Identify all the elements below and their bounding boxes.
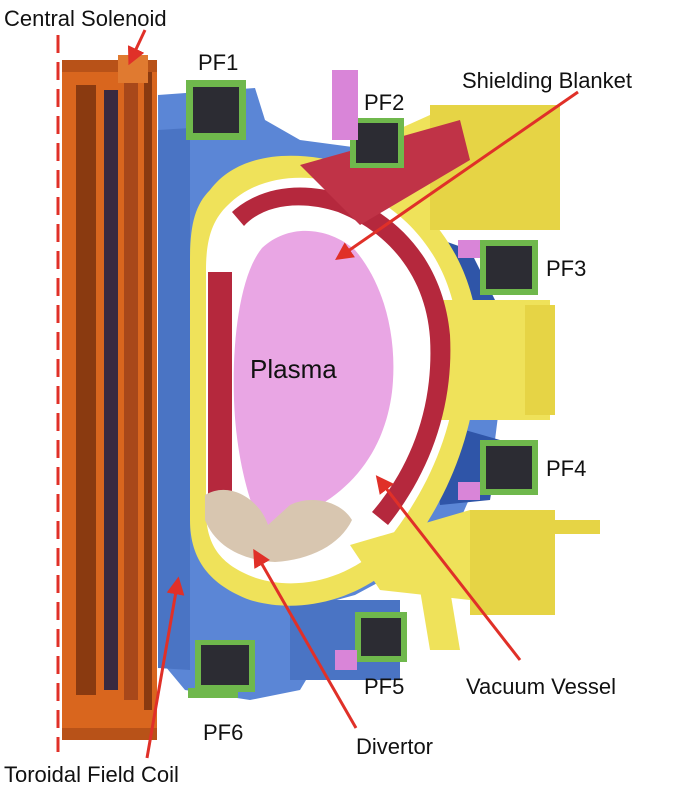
label-pf1: PF1 bbox=[198, 50, 239, 75]
shielding-blanket-shape bbox=[208, 120, 470, 525]
plasma-shape bbox=[233, 230, 394, 530]
leader-divertor bbox=[253, 548, 358, 729]
leader-toroidal-field-coil bbox=[145, 576, 185, 759]
label-pf6: PF6 bbox=[203, 720, 244, 745]
leader-shielding-blanket bbox=[335, 90, 579, 261]
leader-central-solenoid bbox=[127, 29, 147, 66]
label-pf2: PF2 bbox=[364, 90, 405, 115]
label-pf3: PF3 bbox=[546, 256, 587, 281]
label-shielding-blanket: Shielding Blanket bbox=[462, 68, 633, 93]
label-plasma: Plasma bbox=[250, 354, 337, 384]
pf4-coil bbox=[458, 440, 538, 500]
pf1-coil bbox=[186, 80, 246, 140]
label-pf5: PF5 bbox=[364, 674, 405, 699]
pf2-coil bbox=[332, 70, 404, 168]
pf-coil-shapes bbox=[186, 70, 538, 698]
label-central-solenoid: Central Solenoid bbox=[4, 6, 167, 31]
leader-vacuum-vessel bbox=[375, 475, 522, 661]
pf3-coil bbox=[458, 240, 538, 295]
label-toroidal-field-coil: Toroidal Field Coil bbox=[4, 762, 179, 787]
pf5-coil bbox=[335, 612, 407, 670]
pf6-coil bbox=[188, 640, 255, 698]
label-vacuum-vessel: Vacuum Vessel bbox=[466, 674, 617, 699]
central-solenoid-shape bbox=[62, 55, 157, 740]
label-divertor: Divertor bbox=[356, 734, 434, 759]
leader-lines bbox=[127, 29, 579, 759]
label-pf4: PF4 bbox=[546, 456, 587, 481]
divertor-shape bbox=[205, 489, 352, 562]
